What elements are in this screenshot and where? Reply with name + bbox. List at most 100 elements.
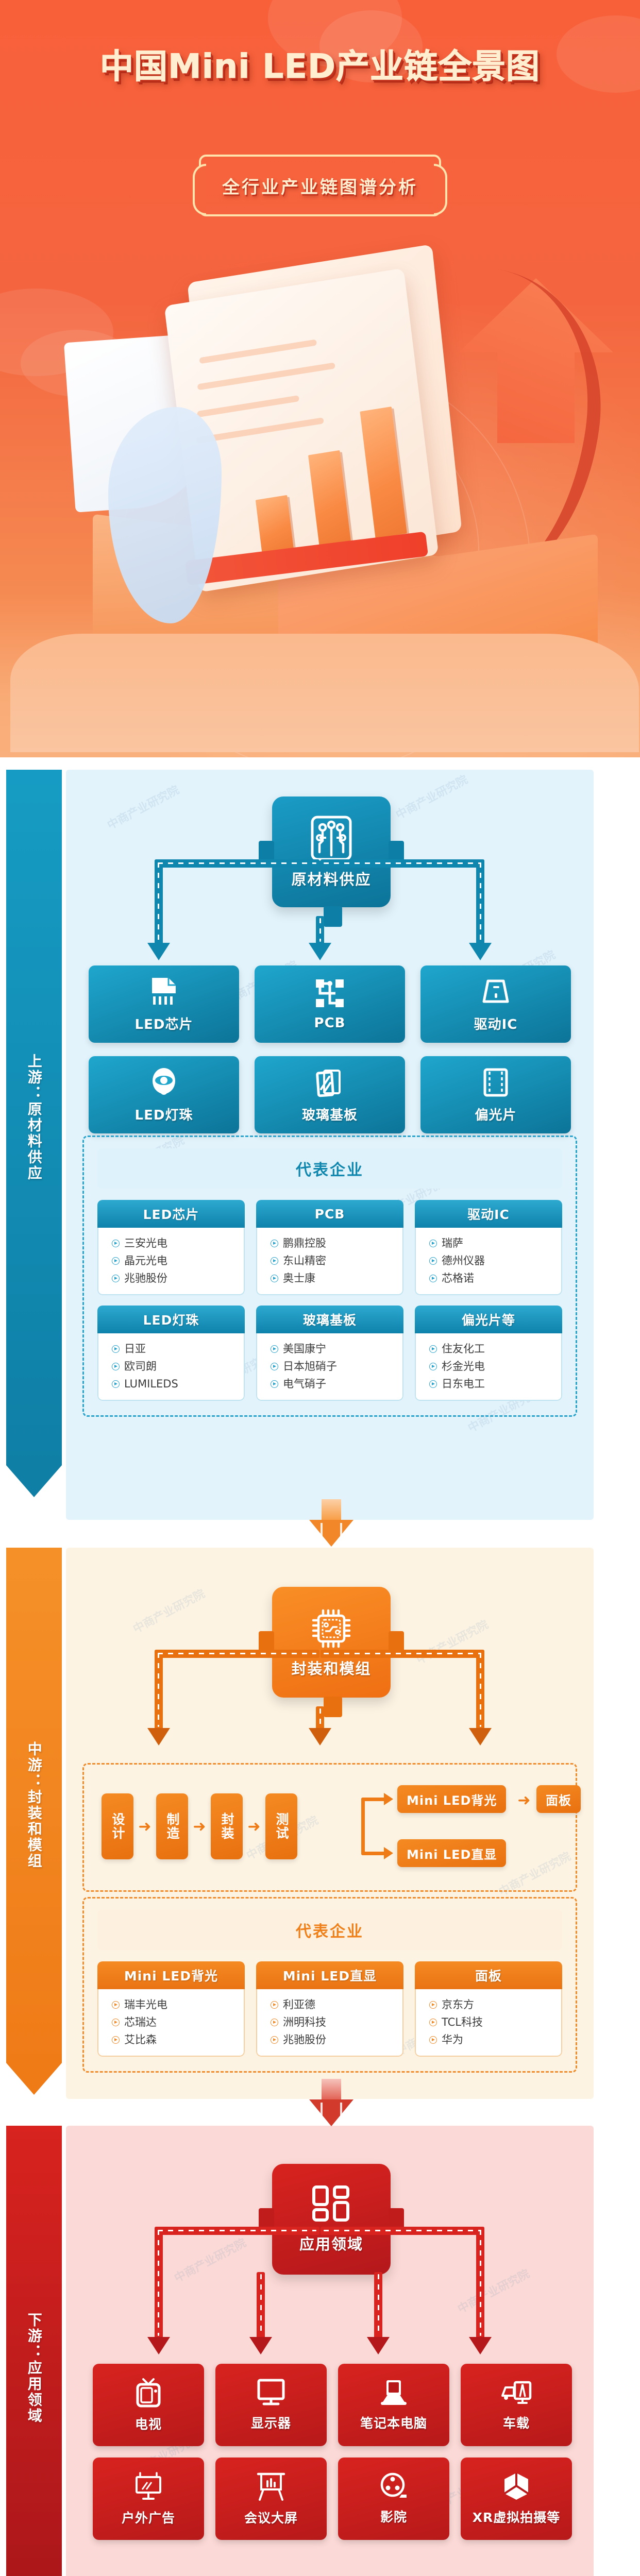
list-item: 京东方: [429, 1996, 556, 2013]
downstream-tile-laptop[interactable]: 笔记本电脑: [338, 2364, 449, 2446]
chevron-bullet-icon: [112, 1257, 120, 1265]
rep-card[interactable]: LED灯珠 日亚 欧司朗 LUMILEDS: [97, 1306, 245, 1401]
process-chain: 设计 ➜ 制造 ➜ 封装 ➜ 测试: [102, 1793, 297, 1859]
rep-card[interactable]: 偏光片等 住友化工 杉金光电 日东电工: [415, 1306, 562, 1401]
upstream-tile-polarizer[interactable]: 偏光片: [420, 1056, 571, 1133]
upstream-rep-title: 代表企业: [97, 1148, 562, 1189]
rep-card[interactable]: Mini LED直显 利亚德 洲明科技 兆驰股份: [256, 1961, 403, 2057]
decor-scroll: [108, 407, 222, 623]
downstream-hub[interactable]: 应用领域: [259, 2164, 404, 2275]
list-item: 艾比森: [112, 2031, 239, 2048]
rep-card-list: 三安光电 晶元光电 兆驰股份: [97, 1228, 245, 1296]
downstream-tile-automotive[interactable]: 车载: [461, 2364, 572, 2446]
tile-label: LED芯片: [134, 1016, 193, 1032]
downstream-ribbon-label: 下游：应用领域: [6, 2126, 62, 2576]
upstream-tile-led-bead[interactable]: LED灯珠: [89, 1056, 239, 1133]
chevron-bullet-icon: [112, 1362, 120, 1370]
rep-card[interactable]: PCB 鹏鼎控股 东山精密 奥士康: [256, 1200, 403, 1296]
rep-card-head: Mini LED背光: [97, 1961, 245, 1989]
rep-card-head: LED芯片: [97, 1200, 245, 1228]
upstream-tile-led-chip[interactable]: LED芯片: [89, 965, 239, 1043]
rep-card-list: 京东方 TCL科技 华为: [415, 1989, 562, 2057]
list-item: 鹏鼎控股: [271, 1234, 397, 1252]
list-item: LUMILEDS: [112, 1375, 239, 1393]
rep-card[interactable]: LED芯片 三安光电 晶元光电 兆驰股份: [97, 1200, 245, 1296]
upstream-tile-pcb[interactable]: PCB: [255, 965, 405, 1043]
chevron-bullet-icon: [112, 1345, 120, 1353]
tile-label: LED灯珠: [134, 1107, 193, 1123]
chevron-bullet-icon: [271, 1380, 278, 1388]
rep-card[interactable]: 玻璃基板 美国康宁 日本旭硝子 电气硝子: [256, 1306, 403, 1401]
upstream-hub[interactable]: 原材料供应: [259, 796, 404, 927]
upstream-tile-glass-substrate[interactable]: 玻璃基板: [255, 1056, 405, 1133]
polarizer-film-icon: [483, 1068, 508, 1096]
list-item: 美国康宁: [271, 1340, 397, 1358]
list-item: 芯格诺: [429, 1269, 556, 1287]
chevron-bullet-icon: [271, 1274, 278, 1282]
branch-mini-led-backlight[interactable]: Mini LED背光: [397, 1785, 507, 1813]
tile-label: 户外广告: [121, 2511, 175, 2526]
chevron-bullet-icon: [112, 1274, 120, 1282]
rep-card[interactable]: Mini LED背光 瑞丰光电 芯瑞达 艾比森: [97, 1961, 245, 2057]
midstream-representative-box: 代表企业 Mini LED背光 瑞丰光电 芯瑞达 艾比森 Mini LED直显 …: [82, 1897, 577, 2073]
downstream-hub-label: 应用领域: [299, 2235, 363, 2253]
list-item: 德州仪器: [429, 1252, 556, 1269]
process-step-manufacture[interactable]: 制造: [156, 1793, 188, 1859]
branch-panel[interactable]: 面板: [536, 1785, 581, 1813]
page-title: 中国Mini LED产业链全景图: [100, 47, 540, 86]
chevron-bullet-icon: [112, 2018, 120, 2026]
list-item: 利亚德: [271, 1996, 397, 2013]
downstream-tile-outdoor-ad[interactable]: 户外广告: [93, 2458, 204, 2540]
tile-label: 笔记本电脑: [360, 2416, 427, 2431]
midstream-flow: 设计 ➜ 制造 ➜ 封装 ➜ 测试 Mini LED背光 ➜ 面板 Mini L…: [97, 1778, 581, 1877]
rep-card-head: LED灯珠: [97, 1306, 245, 1334]
branch-arrow-icon: [384, 1847, 393, 1859]
tile-label: 车载: [502, 2416, 530, 2431]
downstream-tile-conference-screen[interactable]: 会议大屏: [215, 2458, 327, 2540]
upstream-ribbon: 上游：原材料供应: [6, 770, 62, 1497]
list-item: 电气硝子: [271, 1375, 397, 1393]
hero-subtitle: 全行业产业链图谱分析: [222, 177, 418, 198]
tile-label: PCB: [314, 1015, 346, 1031]
rep-card-list: 日亚 欧司朗 LUMILEDS: [97, 1333, 245, 1401]
downstream-tile-cinema[interactable]: 影院: [338, 2458, 449, 2540]
decor-cloud: [319, 10, 423, 82]
process-arrow-icon: ➜: [517, 1792, 531, 1809]
rep-card-head: 驱动IC: [415, 1200, 562, 1228]
upstream-tile-driver-ic[interactable]: 驱动IC: [420, 965, 571, 1043]
car-display-icon: [501, 2381, 532, 2404]
list-item: 洲明科技: [271, 2013, 397, 2031]
presentation-board-icon: [257, 2472, 285, 2501]
television-icon: [136, 2378, 161, 2408]
list-item: 住友化工: [429, 1340, 556, 1358]
midstream-hub[interactable]: 封装和模组: [259, 1587, 404, 1717]
rep-card[interactable]: 面板 京东方 TCL科技 华为: [415, 1961, 562, 2057]
process-arrow-icon: ➜: [193, 1818, 206, 1835]
branch-mini-led-direct-display[interactable]: Mini LED直显: [397, 1839, 507, 1867]
transition-arrow-to-midstream: [309, 1499, 353, 1547]
downstream-tile-tv[interactable]: 电视: [93, 2364, 204, 2446]
process-step-testing[interactable]: 测试: [265, 1793, 297, 1859]
list-item: 三安光电: [112, 1234, 239, 1252]
rep-card[interactable]: 驱动IC 瑞萨 德州仪器 芯格诺: [415, 1200, 562, 1296]
downstream-tile-xr[interactable]: XR虚拟拍摄等: [461, 2458, 572, 2540]
chevron-bullet-icon: [271, 1239, 278, 1247]
chevron-bullet-icon: [429, 1239, 437, 1247]
midstream-ribbon: 中游：封装和模组: [6, 1548, 62, 2095]
decor-ground: [10, 634, 639, 752]
rep-card-head: 偏光片等: [415, 1306, 562, 1334]
downstream-tile-monitor[interactable]: 显示器: [215, 2364, 327, 2446]
list-item: 芯瑞达: [112, 2013, 239, 2031]
tile-label: XR虚拟拍摄等: [472, 2510, 561, 2525]
rep-card-list: 瑞萨 德州仪器 芯格诺: [415, 1228, 562, 1296]
upstream-hub-label: 原材料供应: [291, 870, 372, 888]
tile-label: 影院: [380, 2510, 407, 2524]
rep-card-list: 瑞丰光电 芯瑞达 艾比森: [97, 1989, 245, 2057]
process-step-packaging[interactable]: 封装: [211, 1793, 243, 1859]
chevron-bullet-icon: [429, 2018, 437, 2026]
xr-cube-icon: [503, 2473, 529, 2500]
list-item: 兆驰股份: [271, 2031, 397, 2048]
glass-substrate-icon: [316, 1069, 341, 1097]
pcb-icon: [316, 979, 344, 1007]
process-step-design[interactable]: 设计: [102, 1793, 133, 1859]
